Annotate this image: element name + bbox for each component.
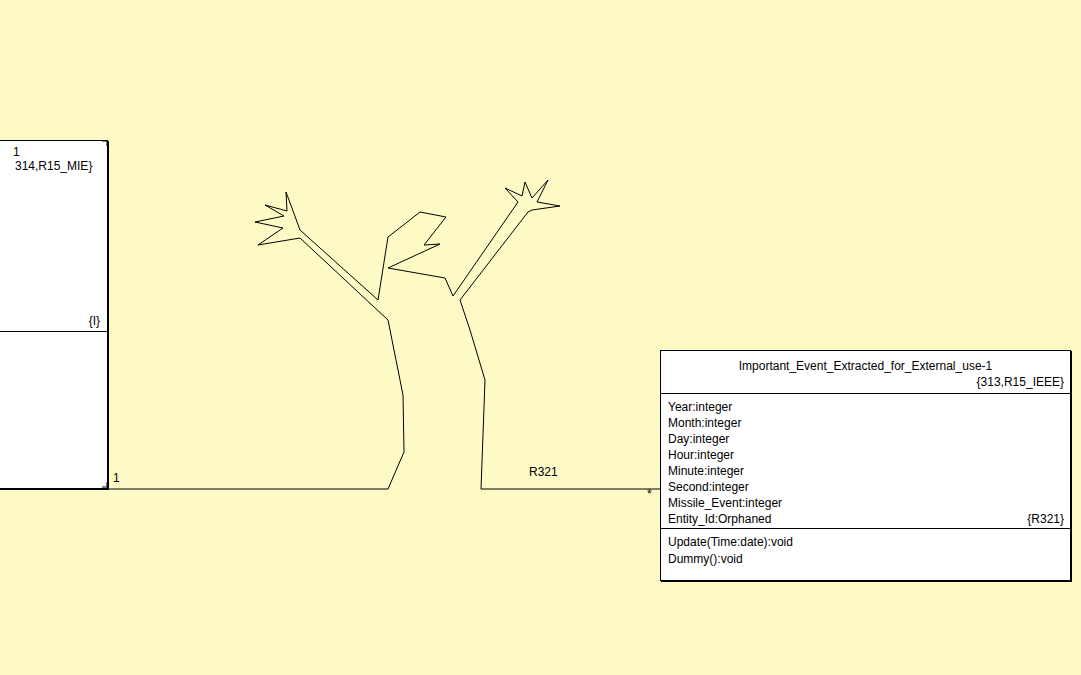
class-member: Year:integer xyxy=(668,399,732,415)
class-member: {313,R15_IEEE} xyxy=(977,374,1064,390)
class-member: Hour:integer xyxy=(668,447,734,463)
class-member: {I} xyxy=(89,313,100,329)
class-member: Second:integer xyxy=(668,479,749,495)
class-box: Important_Event_Extracted_for_External_u… xyxy=(660,350,1071,581)
multiplicity: * xyxy=(647,486,652,502)
class-member: Minute:integer xyxy=(668,463,744,479)
class-member: 314,R15_MIE} xyxy=(15,158,92,174)
class-name: 1 xyxy=(13,144,20,160)
class-name: Important_Event_Extracted_for_External_u… xyxy=(661,358,1070,374)
association-line xyxy=(108,180,660,489)
class-member: {R321} xyxy=(1027,511,1064,527)
class-member: Dummy():void xyxy=(668,551,743,567)
class-member: Missile_Event:integer xyxy=(668,495,782,511)
compartment-line xyxy=(661,528,1070,529)
class-member: Update(Time:date):void xyxy=(668,534,793,550)
class-member: Entity_Id:Orphaned xyxy=(668,511,771,527)
compartment-line xyxy=(0,331,107,332)
class-box: 1314,R15_MIE} {I} xyxy=(0,140,108,489)
class-member: Month:integer xyxy=(668,415,741,431)
relationship-label: R321 xyxy=(529,464,558,480)
compartment-line xyxy=(661,393,1070,394)
multiplicity: 1 xyxy=(113,470,120,486)
class-member: Day:integer xyxy=(668,431,729,447)
